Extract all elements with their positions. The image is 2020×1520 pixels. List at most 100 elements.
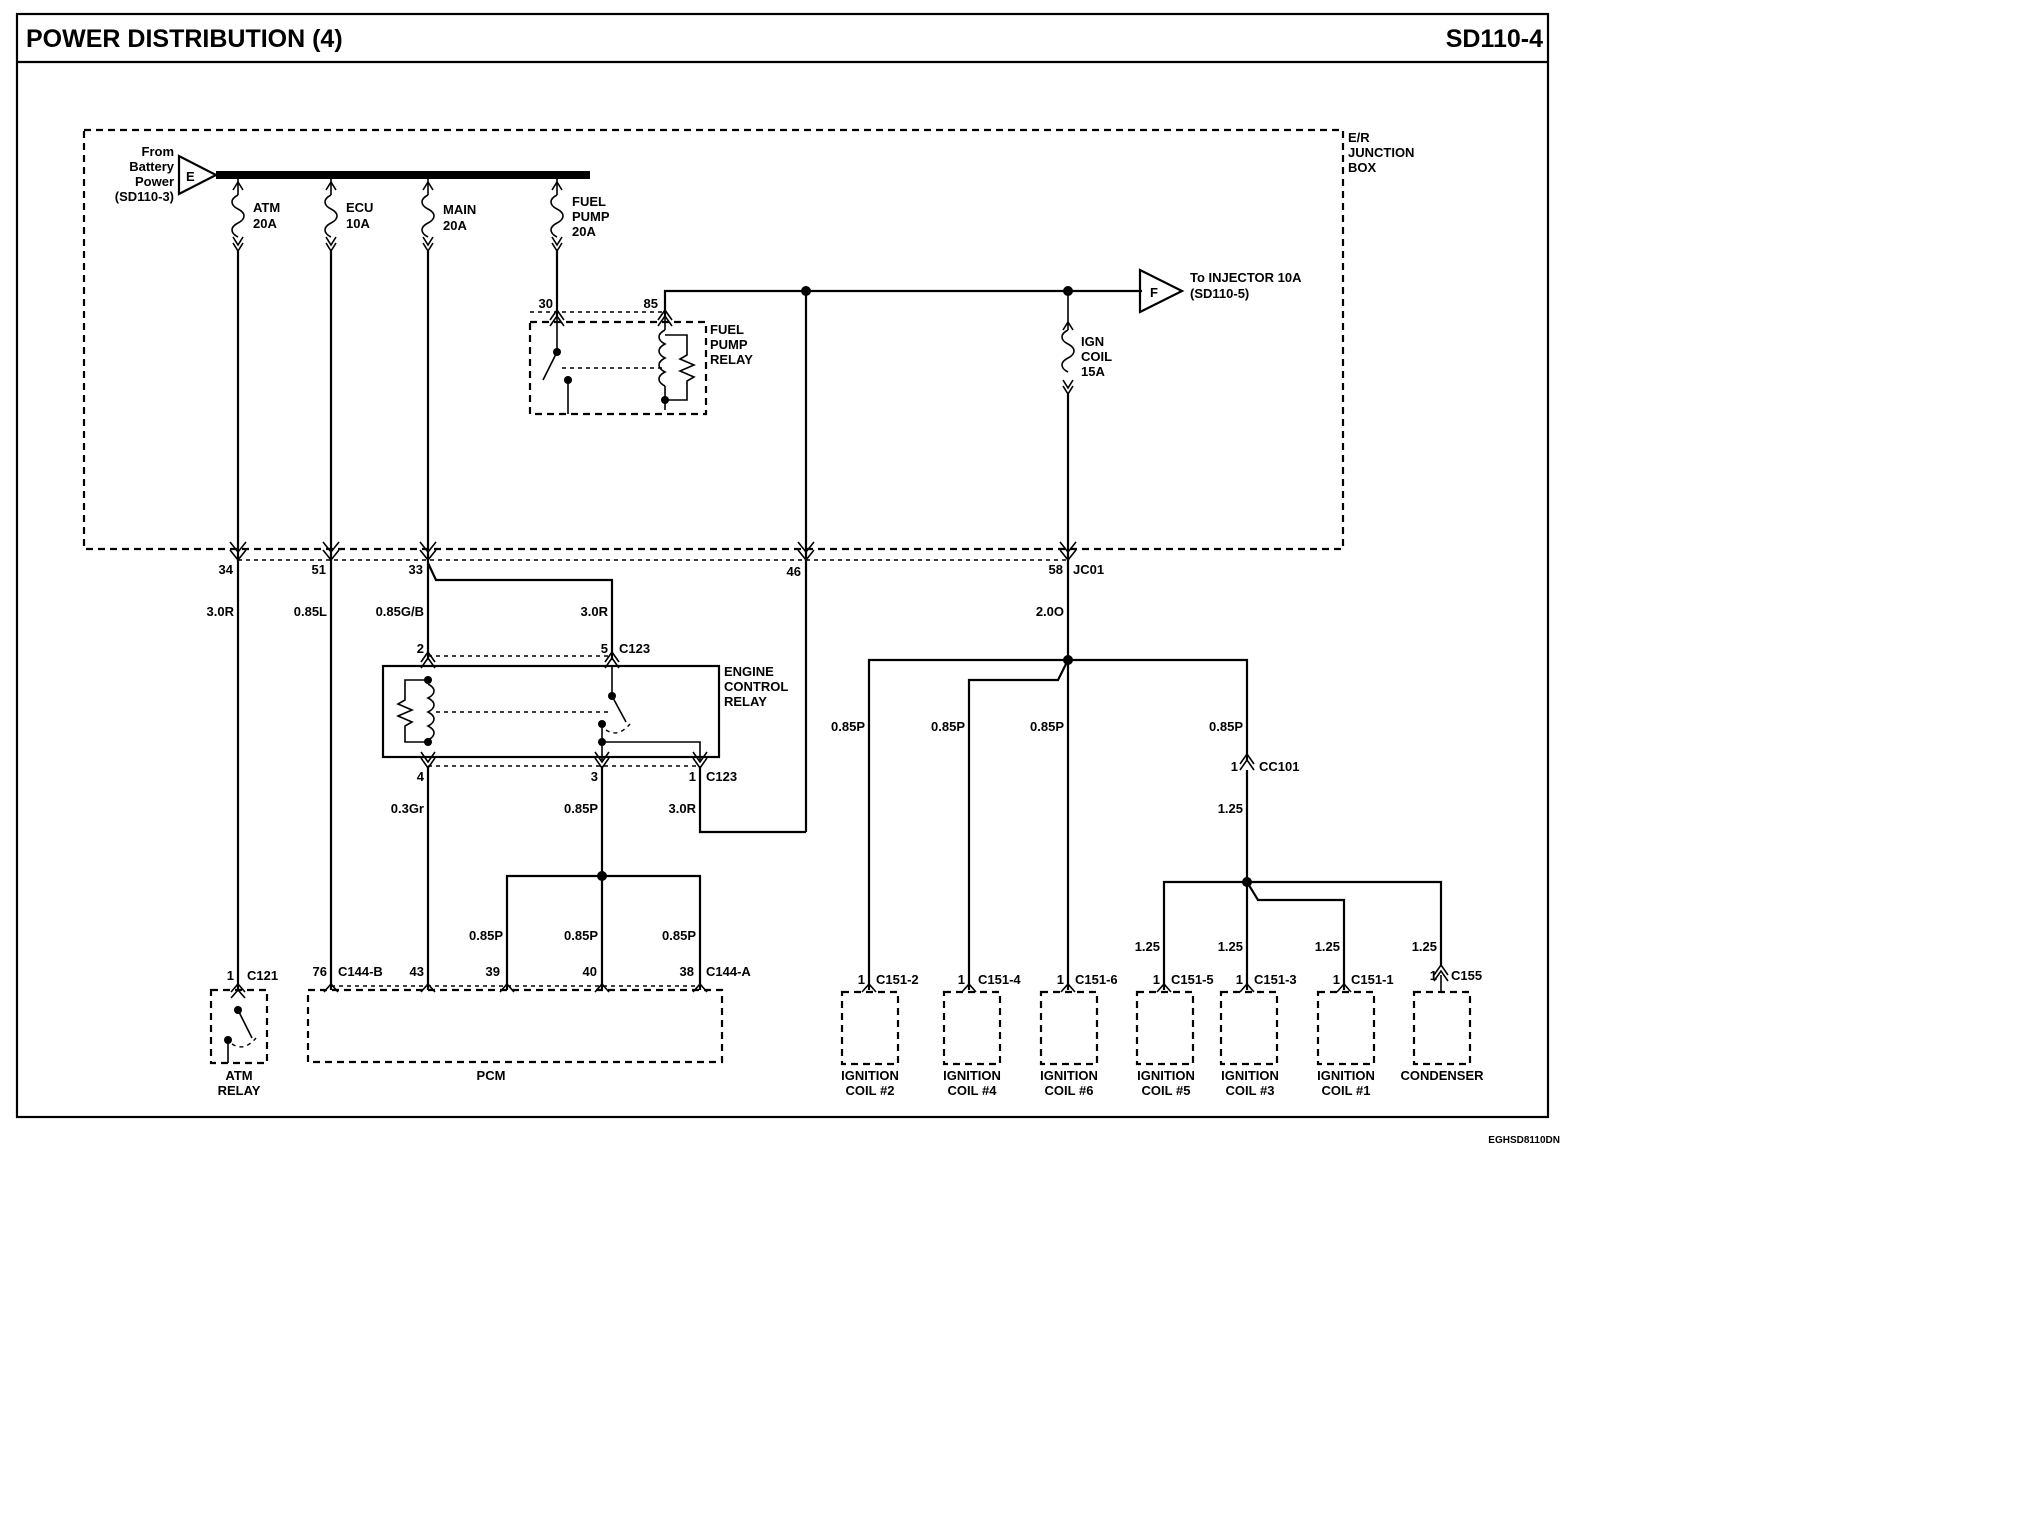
wire-ign-coil-1 <box>1246 881 1346 990</box>
wire-label-ign6: 0.85P <box>1030 719 1064 734</box>
coil4-label-2: COIL #4 <box>948 1083 998 1098</box>
battery-connector-label: E <box>186 169 195 184</box>
fuse-ign-label-1: IGN <box>1081 334 1104 349</box>
engine-control-relay-box <box>381 664 721 759</box>
ecr-pin-2: 2 <box>417 641 424 656</box>
diagram-code: SD110-4 <box>1446 25 1543 53</box>
load-ignition-coil-1 <box>1316 982 1376 1066</box>
fuel-pump-relay-box <box>528 320 708 416</box>
fpr-pin-30: 30 <box>539 296 553 311</box>
jb-bottom-connectors <box>229 541 1077 562</box>
coil3-label-2: COIL #3 <box>1226 1083 1275 1098</box>
coil1-connector: C151-1 <box>1351 972 1394 987</box>
wire-label-pcm40: 0.85P <box>564 928 598 943</box>
jb-pin-33: 33 <box>409 562 423 577</box>
pcm-connector-a: C144-A <box>706 964 751 979</box>
wire-label-58: 2.0O <box>1036 604 1064 619</box>
coil2-connector: C151-2 <box>876 972 919 987</box>
wire-label-pcm39: 0.85P <box>469 928 503 943</box>
wire-85-bus <box>663 289 1142 318</box>
fuel-pump-relay-internals <box>542 308 697 414</box>
atm-relay-label-1: ATM <box>225 1068 252 1083</box>
condenser-connector: C155 <box>1451 968 1482 983</box>
fuse-main-rating: 20A <box>443 218 467 233</box>
junction-box-label-1: E/R <box>1348 130 1370 145</box>
battery-label-1: From <box>142 144 175 159</box>
fpr-label-2: PUMP <box>710 337 748 352</box>
wire-label-c5: 1.25 <box>1135 939 1160 954</box>
jb-pin-51: 51 <box>312 562 326 577</box>
junction-box-label-2: JUNCTION <box>1348 145 1414 160</box>
fuse-atm <box>231 179 245 253</box>
wire-label-pcm38: 0.85P <box>662 928 696 943</box>
pcm-pin-40: 40 <box>583 964 597 979</box>
fuse-ecu-rating: 10A <box>346 216 370 231</box>
injector-label-2: (SD110-5) <box>1190 286 1249 301</box>
battery-bus-bar <box>216 171 590 179</box>
injector-label-1: To INJECTOR 10A <box>1190 270 1302 285</box>
wire-ign-bus <box>867 658 1249 990</box>
fuse-main-label: MAIN <box>443 202 476 217</box>
jb-connector-jc01: JC01 <box>1073 562 1104 577</box>
pcm-label: PCM <box>477 1068 506 1083</box>
fuse-ign-label-2: COIL <box>1081 349 1112 364</box>
wire-46-to-relay-pin1 <box>698 766 806 834</box>
atm-relay-box <box>209 988 269 1065</box>
coil1-label-2: COIL #1 <box>1322 1083 1371 1098</box>
battery-connector-e <box>177 154 219 196</box>
coil5-connector: C151-5 <box>1171 972 1214 987</box>
engine-control-relay-internals <box>395 650 708 770</box>
injector-connector-label: F <box>1150 285 1158 300</box>
wire-label-34: 3.0R <box>207 604 235 619</box>
load-ignition-coil-5 <box>1135 982 1195 1066</box>
wire-label-cc101-out: 1.25 <box>1218 801 1243 816</box>
wire-coil-bus-2 <box>1162 880 1443 990</box>
coil3-pin: 1 <box>1236 972 1243 987</box>
condenser-label: CONDENSER <box>1400 1068 1484 1083</box>
fuse-ign-rating: 15A <box>1081 364 1105 379</box>
fuse-ign-coil <box>1061 291 1075 396</box>
fuse-fuel-pump <box>550 179 564 253</box>
splice-602 <box>597 871 607 881</box>
diagram-frame <box>15 12 1550 1119</box>
fuse-main <box>421 179 435 253</box>
ecr-pin-5: 5 <box>601 641 608 656</box>
load-condenser <box>1412 963 1472 1066</box>
fuse-fuel-pump-label-2: PUMP <box>572 209 610 224</box>
jb-pin-58: 58 <box>1049 562 1063 577</box>
pcm-connector-b: C144-B <box>338 964 383 979</box>
cc101-pin: 1 <box>1231 759 1238 774</box>
ecr-bottom-connector: C123 <box>706 769 737 784</box>
coil2-pin: 1 <box>858 972 865 987</box>
pcm-pin-76: 76 <box>313 964 327 979</box>
wire-label-c1: 1.25 <box>1315 939 1340 954</box>
ecr-label-2: CONTROL <box>724 679 788 694</box>
wire-label-cond: 1.25 <box>1412 939 1437 954</box>
coil2-label-2: COIL #2 <box>846 1083 895 1098</box>
load-ignition-coil-2 <box>840 982 900 1066</box>
ecr-pin-4: 4 <box>417 769 425 784</box>
wiring-diagram: POWER DISTRIBUTION (4) SD110-4 EGHSD8110… <box>15 12 1560 1146</box>
coil6-pin: 1 <box>1057 972 1064 987</box>
pcm-connector-markers <box>323 982 708 993</box>
pcm-box <box>306 988 724 1064</box>
coil5-pin: 1 <box>1153 972 1160 987</box>
wire-main-33 <box>426 251 614 660</box>
fuse-ecu-label: ECU <box>346 200 373 215</box>
ecr-label-3: RELAY <box>724 694 767 709</box>
er-junction-box <box>82 128 1345 551</box>
ecr-label-1: ENGINE <box>724 664 774 679</box>
coil4-label-1: IGNITION <box>943 1068 1001 1083</box>
wire-ign-coil-4 <box>967 659 1069 990</box>
wire-label-4: 0.3Gr <box>391 801 424 816</box>
coil6-connector: C151-6 <box>1075 972 1118 987</box>
ecr-pin-3: 3 <box>591 769 598 784</box>
coil4-pin: 1 <box>958 972 965 987</box>
condenser-pin: 1 <box>1430 968 1437 983</box>
footer-code: EGHSD8110DN <box>1488 1135 1560 1146</box>
atm-relay-label-2: RELAY <box>218 1083 261 1098</box>
fuse-atm-label: ATM <box>253 200 280 215</box>
wire-label-c3: 1.25 <box>1218 939 1243 954</box>
load-ignition-coil-3 <box>1219 982 1279 1066</box>
ecr-pin-1: 1 <box>689 769 696 784</box>
